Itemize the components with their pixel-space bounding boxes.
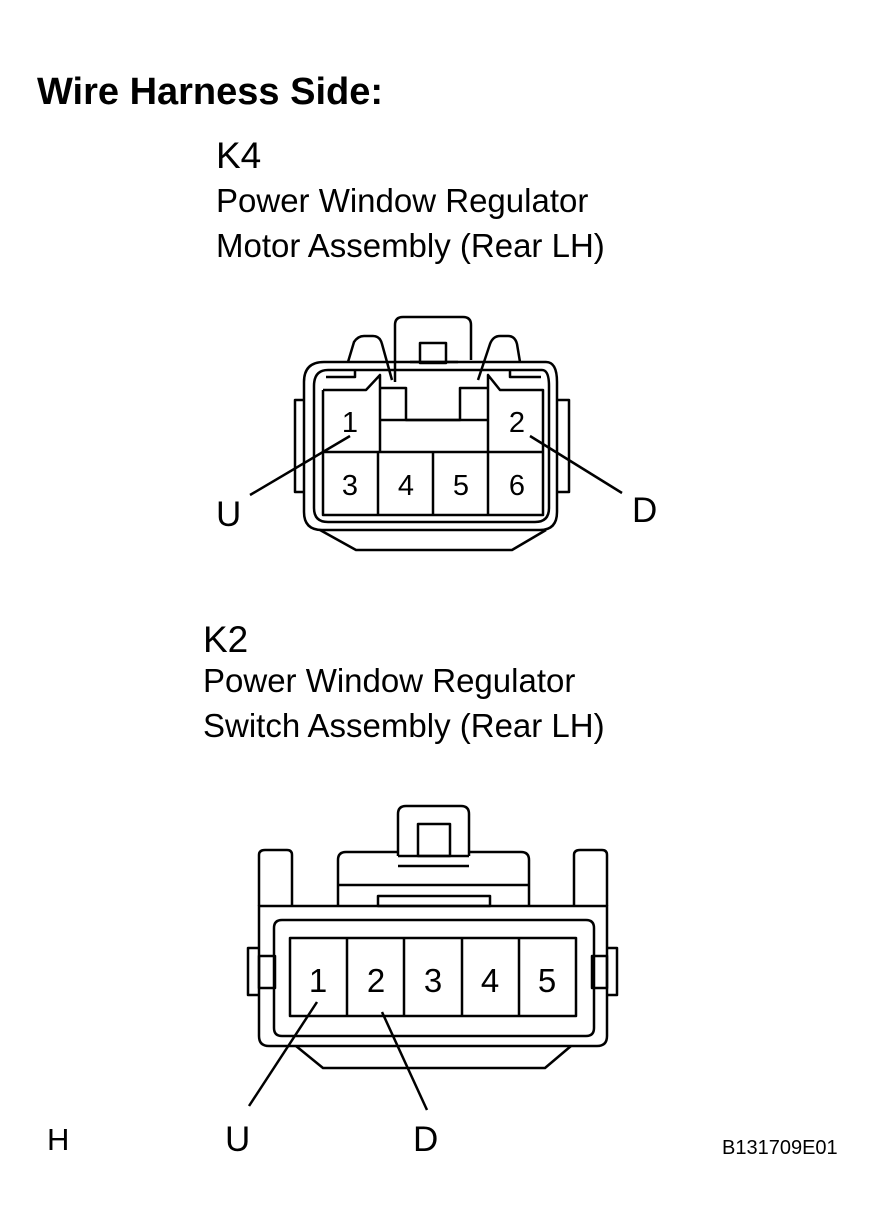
k2-wire-label-d: D (413, 1120, 439, 1159)
k4-name-line1: Power Window Regulator (216, 182, 589, 219)
k4-wire-label-u: U (216, 495, 242, 534)
k4-connector-housing (293, 315, 571, 552)
k4-pin-number: 4 (398, 470, 414, 502)
k4-pin-number: 2 (509, 407, 525, 439)
k2-pin-number: 2 (367, 962, 385, 999)
k2-name-line2: Switch Assembly (Rear LH) (203, 707, 605, 744)
k2-pin-number: 4 (481, 962, 499, 999)
k2-wire-label-u: U (225, 1120, 251, 1159)
k2-connector-id: K2 (203, 619, 249, 660)
figure-label: H (47, 1122, 70, 1157)
k4-wire-label-d: D (632, 491, 658, 530)
k2-pin-number: 5 (538, 962, 556, 999)
k4-name-line2: Motor Assembly (Rear LH) (216, 227, 605, 264)
k2-pin-number: 1 (309, 962, 327, 999)
k4-pin-number: 6 (509, 470, 525, 502)
k4-pin-number: 5 (453, 470, 469, 502)
k4-pin-number: 3 (342, 470, 358, 502)
figure-code: B131709E01 (722, 1137, 838, 1159)
page-title: Wire Harness Side: (37, 71, 384, 113)
k2-pin-number: 3 (424, 962, 442, 999)
k4-pin-number: 1 (342, 407, 358, 439)
k4-d-leader (529, 434, 623, 495)
k2-connector-housing (246, 804, 619, 1070)
k2-u-leader (247, 1001, 319, 1107)
k4-u-leader (249, 434, 351, 497)
k2-name-line1: Power Window Regulator (203, 662, 576, 699)
k4-connector-id: K4 (216, 135, 262, 176)
k2-d-leader (380, 1011, 429, 1111)
